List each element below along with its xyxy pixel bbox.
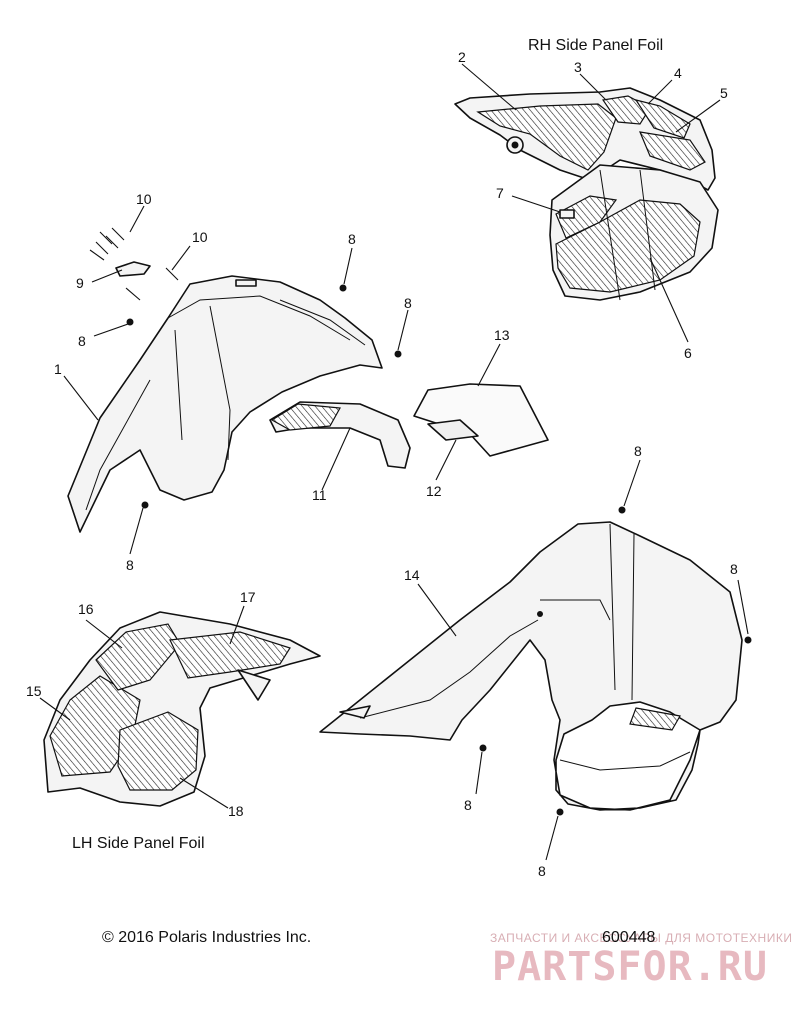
panel-14-vent	[629, 707, 681, 731]
callout-4: 4	[674, 65, 682, 81]
panel-14-creases	[540, 523, 635, 701]
rh-foil-4	[634, 99, 691, 139]
rh-title: RH Side Panel Foil	[528, 37, 663, 54]
watermark-brand: PARTSFOR.RU	[492, 944, 768, 990]
rh-foil-2	[476, 103, 617, 171]
lh-title: LH Side Panel Foil	[72, 835, 205, 852]
panel-14-lower	[559, 751, 691, 771]
callouts: 2 3 4 5 7 6 10 10 9 8 8 8 1 13 12 11 8 8…	[26, 49, 738, 879]
panel-14-arm	[359, 619, 539, 719]
panel-1-vent	[235, 279, 257, 287]
lh-foil-17	[169, 631, 291, 679]
callout-8d: 8	[126, 557, 134, 573]
lh-cutout	[237, 669, 271, 701]
callout-14: 14	[404, 567, 420, 583]
callout-18: 18	[228, 803, 244, 819]
callout-2: 2	[458, 49, 466, 65]
front-panel-assembly	[67, 227, 549, 533]
callout-7: 7	[496, 185, 504, 201]
duct-11-foil	[270, 403, 341, 431]
callout-6: 6	[684, 345, 692, 361]
rh-hole-center	[511, 141, 519, 149]
lh-foil-15	[49, 675, 141, 777]
rh-clip	[559, 209, 575, 219]
callout-3: 3	[574, 59, 582, 75]
callout-8e: 8	[634, 443, 642, 459]
callout-9: 9	[76, 275, 84, 291]
callout-16: 16	[78, 601, 94, 617]
figure-number: 600448	[602, 929, 655, 946]
callout-17: 17	[240, 589, 256, 605]
rh-panel-edges	[599, 169, 656, 301]
side-panel-14	[319, 521, 743, 811]
panel-1-flank	[85, 379, 151, 511]
callout-8g: 8	[464, 797, 472, 813]
watermark-tagline: ЗАПЧАСТИ И АКСЕССУАРЫ ДЛЯ МОТОТЕХНИКИ	[490, 931, 792, 945]
callout-13: 13	[494, 327, 510, 343]
callout-15: 15	[26, 683, 42, 699]
callout-12: 12	[426, 483, 442, 499]
panel-1-ridge	[167, 295, 351, 341]
bracket-9	[115, 261, 151, 277]
callout-8h: 8	[538, 863, 546, 879]
callout-8f: 8	[730, 561, 738, 577]
panel-1-edge	[279, 299, 366, 346]
panel-14-main	[319, 521, 743, 811]
lh-side-panel-assembly	[43, 611, 321, 807]
rh-foil-6	[555, 199, 701, 293]
callout-11: 11	[312, 487, 327, 503]
foil-12	[427, 419, 479, 441]
callout-8c: 8	[78, 333, 86, 349]
panel-1-main	[67, 275, 383, 533]
rh-foil-7	[555, 195, 618, 239]
foil-13	[413, 383, 549, 457]
callout-10a: 10	[136, 191, 152, 207]
fasteners-8	[126, 284, 752, 816]
panel-14-tip	[339, 705, 371, 719]
rh-foil-5	[639, 131, 706, 171]
callout-8a: 8	[348, 231, 356, 247]
callout-8b: 8	[404, 295, 412, 311]
panel-1-creases	[174, 305, 231, 461]
rh-side-panel-assembly	[454, 87, 719, 301]
callout-5: 5	[720, 85, 728, 101]
pins-10	[89, 227, 179, 301]
leader-lines	[39, 63, 749, 861]
callout-10b: 10	[192, 229, 208, 245]
copyright: © 2016 Polaris Industries Inc.	[102, 929, 311, 946]
callout-1: 1	[54, 361, 62, 377]
